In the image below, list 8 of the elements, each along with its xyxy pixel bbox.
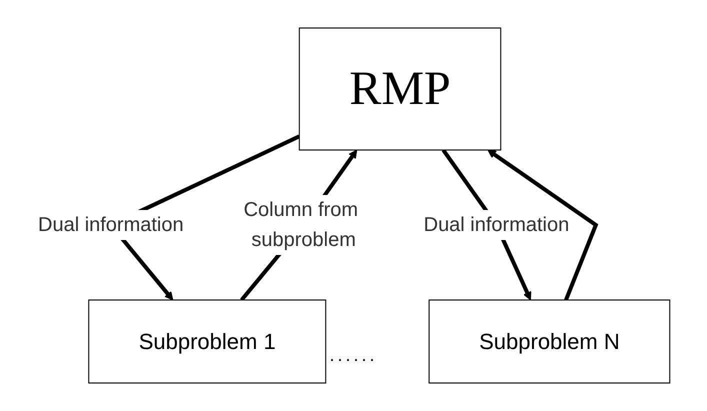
edge-label: Dual information [38, 214, 184, 236]
edge-label: Column from subproblem [243, 199, 358, 251]
node-box: Subproblem 1 [88, 300, 326, 384]
node-box: RMP [298, 28, 501, 150]
arrow [487, 150, 598, 301]
node-box: Subproblem N [428, 300, 670, 384]
edge-label: Dual information [423, 214, 569, 236]
ellipsis-text: ...... [329, 345, 378, 365]
